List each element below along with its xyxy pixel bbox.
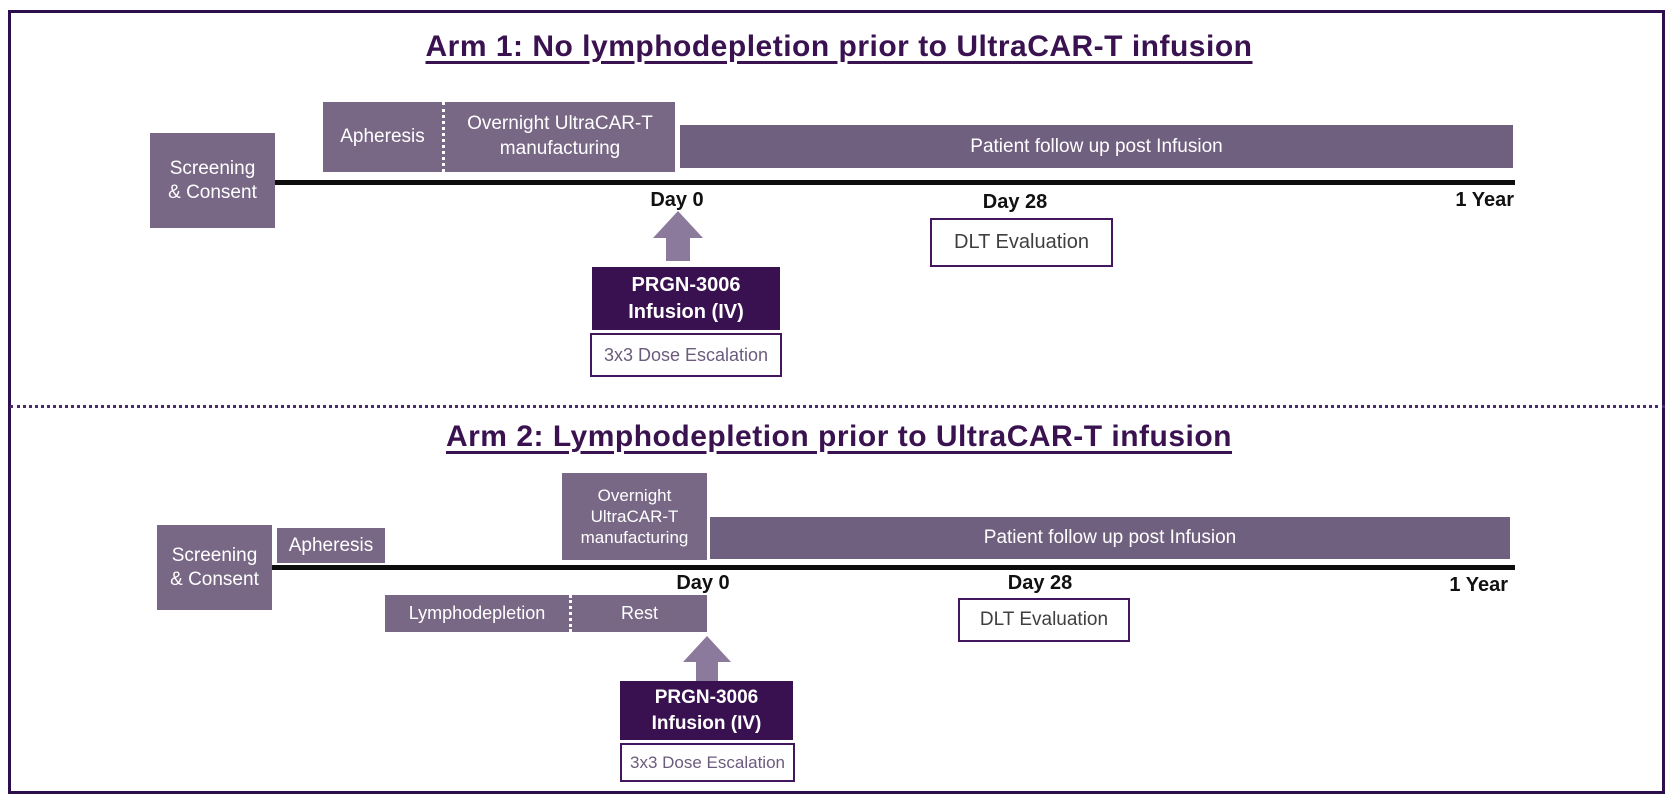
arm2-rest-segment: Rest [569, 595, 707, 632]
arm2-day0-label: Day 0 [676, 572, 730, 594]
arm2-infusion-line2: Infusion (IV) [651, 712, 762, 734]
arm1-followup-bar: Patient follow up post Infusion [680, 125, 1513, 168]
arm1-apheresis-manufacturing-box: Apheresis Overnight UltraCAR-T manufactu… [323, 102, 675, 172]
arm2-dose-escalation-label: 3x3 Dose Escalation [630, 752, 785, 772]
arm2-manufacturing-line3: manufacturing [580, 528, 689, 548]
arm1-dose-escalation-box: 3x3 Dose Escalation [590, 333, 782, 377]
arm1-screening-line1: Screening [169, 157, 256, 179]
arm1-1year-label: 1 Year [1455, 189, 1514, 211]
arm1-infusion-line2: Infusion (IV) [628, 300, 744, 323]
arm1-manufacturing-segment: Overnight UltraCAR-T manufacturing [442, 102, 675, 172]
arm2-lymphodepletion-segment: Lymphodepletion [385, 595, 569, 632]
arm2-title: Arm 2: Lymphodepletion prior to UltraCAR… [445, 420, 1233, 453]
arm2-timeline [272, 565, 1515, 570]
arm1-up-arrow-stem [666, 236, 690, 261]
arm1-up-arrow-icon [653, 211, 703, 238]
arm2-infusion-line1: PRGN-3006 [654, 686, 759, 708]
arm1-apheresis-label: Apheresis [340, 125, 425, 147]
arm2-screening-line2: & Consent [170, 568, 259, 590]
arm2-lymphodepletion-label: Lymphodepletion [408, 602, 546, 623]
arm1-day0-label: Day 0 [650, 189, 704, 211]
arm2-up-arrow-stem [696, 661, 718, 682]
arm2-rest-label: Rest [620, 602, 658, 623]
arm2-apheresis-box: Apheresis [277, 528, 385, 563]
arm1-screening-consent-box: Screening & Consent [150, 133, 275, 228]
arm2-screening-line1: Screening [171, 544, 258, 566]
arm1-apheresis-segment: Apheresis [323, 102, 442, 172]
arm2-followup-label: Patient follow up post Infusion [983, 527, 1237, 548]
arm2-1year-label: 1 Year [1449, 574, 1508, 596]
arm1-manufacturing-line2: manufacturing [499, 138, 621, 159]
arm1-manufacturing-line1: Overnight UltraCAR-T [467, 113, 653, 135]
arm2-apheresis-label: Apheresis [288, 534, 374, 556]
arm1-infusion-box: PRGN-3006 Infusion (IV) [592, 267, 780, 330]
arm1-day28-label: Day 28 [982, 191, 1048, 213]
arm1-timeline [275, 180, 1515, 185]
arm2-day28-label: Day 28 [1007, 572, 1073, 594]
arm2-manufacturing-line1: Overnight [597, 485, 672, 505]
arm2-screening-consent-box: Screening & Consent [157, 525, 272, 610]
arm-divider-dotted-line [10, 405, 1665, 408]
arm2-up-arrow-icon [683, 636, 731, 662]
arm1-infusion-line1: PRGN-3006 [631, 273, 741, 296]
arm1-dose-escalation-label: 3x3 Dose Escalation [603, 344, 769, 365]
arm1-title: Arm 1: No lymphodepletion prior to Ultra… [425, 30, 1253, 63]
arm1-dlt-evaluation-box: DLT Evaluation [930, 218, 1113, 267]
arm2-infusion-box: PRGN-3006 Infusion (IV) [620, 681, 793, 740]
arm1-dlt-evaluation-label: DLT Evaluation [954, 231, 1089, 253]
arm2-dose-escalation-box: 3x3 Dose Escalation [620, 743, 795, 782]
arm1-screening-line2: & Consent [168, 181, 257, 203]
arm2-lymphodepletion-rest-bar: Lymphodepletion Rest [385, 595, 707, 632]
arm2-dlt-evaluation-box: DLT Evaluation [958, 598, 1130, 642]
arm1-followup-label: Patient follow up post Infusion [970, 135, 1223, 157]
arm2-manufacturing-box: Overnight UltraCAR-T manufacturing [562, 473, 707, 560]
arm2-manufacturing-line2: UltraCAR-T [590, 506, 679, 526]
arm2-followup-bar: Patient follow up post Infusion [710, 517, 1510, 559]
arm2-dlt-evaluation-label: DLT Evaluation [979, 609, 1109, 630]
